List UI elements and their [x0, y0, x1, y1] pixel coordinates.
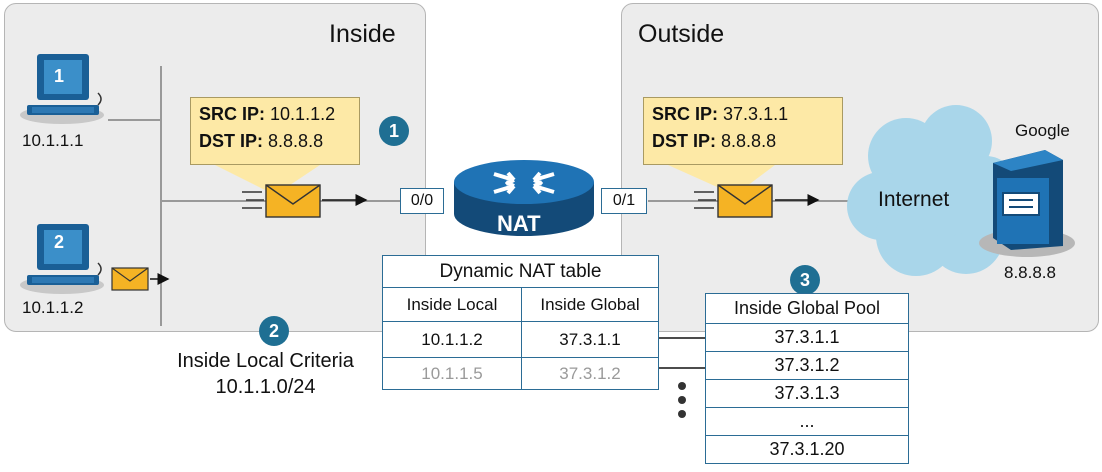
- computer-icon: [20, 224, 104, 294]
- router-label: NAT: [497, 211, 541, 236]
- nat-col-local: Inside Local: [382, 287, 522, 322]
- list-item: 37.3.1.20: [705, 435, 909, 464]
- server-icon: [979, 150, 1075, 257]
- host1-ip: 10.1.1.1: [22, 131, 84, 150]
- step-3-badge: 3: [790, 265, 820, 295]
- envelope-icon: [111, 267, 149, 291]
- pool-dot: [678, 396, 686, 404]
- inside-local-criteria: Inside Local Criteria 10.1.1.0/24: [148, 348, 383, 400]
- nat-row-local: 10.1.1.2: [382, 321, 522, 358]
- table-row: 10.1.1.5 37.3.1.2: [382, 357, 659, 390]
- list-item: 37.3.1.3: [705, 379, 909, 408]
- inside-packet-info: SRC IP: 10.1.1.2 DST IP: 8.8.8.8: [190, 97, 360, 165]
- pool-entry: 37.3.1.1: [705, 323, 909, 352]
- host2-ip: 10.1.1.2: [22, 298, 84, 317]
- list-item: 37.3.1.2: [705, 351, 909, 380]
- inside-global-pool: Inside Global Pool 37.3.1.1 37.3.1.2 37.…: [705, 293, 909, 464]
- port-inside: 0/0: [400, 188, 444, 214]
- nat-col-global: Inside Global: [521, 287, 659, 322]
- envelope-icon: [694, 184, 773, 218]
- nat-table: Dynamic NAT table Inside Local Inside Gl…: [382, 255, 659, 390]
- outside-dst-value: 8.8.8.8: [721, 131, 777, 151]
- nat-table-caption: Dynamic NAT table: [382, 255, 659, 288]
- server-ip: 8.8.8.8: [1004, 263, 1056, 282]
- pool-entry: 37.3.1.3: [705, 379, 909, 408]
- inside-src-label: SRC IP:: [199, 104, 266, 124]
- list-item: 37.3.1.1: [705, 323, 909, 352]
- internet-cloud-icon: [847, 105, 1016, 276]
- inside-zone-title: Inside: [329, 20, 396, 48]
- inside-dst-label: DST IP:: [199, 131, 264, 151]
- host1-number: 1: [54, 66, 65, 86]
- outside-packet-info: SRC IP: 37.3.1.1 DST IP: 8.8.8.8: [643, 97, 843, 165]
- table-row: 10.1.1.2 37.3.1.1: [382, 321, 659, 358]
- criteria-value: 10.1.1.0/24: [215, 376, 316, 398]
- router-icon: [454, 160, 594, 236]
- outside-src-label: SRC IP:: [652, 104, 719, 124]
- outside-callout-tail: [668, 165, 775, 195]
- internet-label: Internet: [878, 188, 950, 211]
- inside-callout-tail: [215, 165, 320, 195]
- computer-icon: [20, 54, 104, 124]
- nat-row-local: 10.1.1.5: [382, 357, 522, 390]
- pool-entry: 37.3.1.20: [705, 435, 909, 464]
- nat-row-global: 37.3.1.1: [521, 321, 659, 358]
- pool-entry: 37.3.1.2: [705, 351, 909, 380]
- pool-header: Inside Global Pool: [705, 293, 909, 324]
- envelope-icon: [242, 184, 321, 218]
- step-1-badge: 1: [379, 116, 409, 146]
- pool-dot: [678, 410, 686, 418]
- outside-dst-label: DST IP:: [652, 131, 717, 151]
- criteria-title: Inside Local Criteria: [177, 350, 354, 372]
- host2-number: 2: [54, 232, 65, 252]
- step-2-badge: 2: [259, 316, 289, 346]
- pool-entry: ...: [705, 407, 909, 436]
- outside-src-value: 37.3.1.1: [723, 104, 789, 124]
- port-outside: 0/1: [601, 188, 647, 214]
- outside-zone-title: Outside: [638, 20, 725, 48]
- server-name: Google: [1015, 121, 1070, 140]
- pool-dot: [678, 382, 686, 390]
- list-item: ...: [705, 407, 909, 436]
- inside-dst-value: 8.8.8.8: [268, 131, 324, 151]
- inside-src-value: 10.1.1.2: [270, 104, 336, 124]
- nat-row-global: 37.3.1.2: [521, 357, 659, 390]
